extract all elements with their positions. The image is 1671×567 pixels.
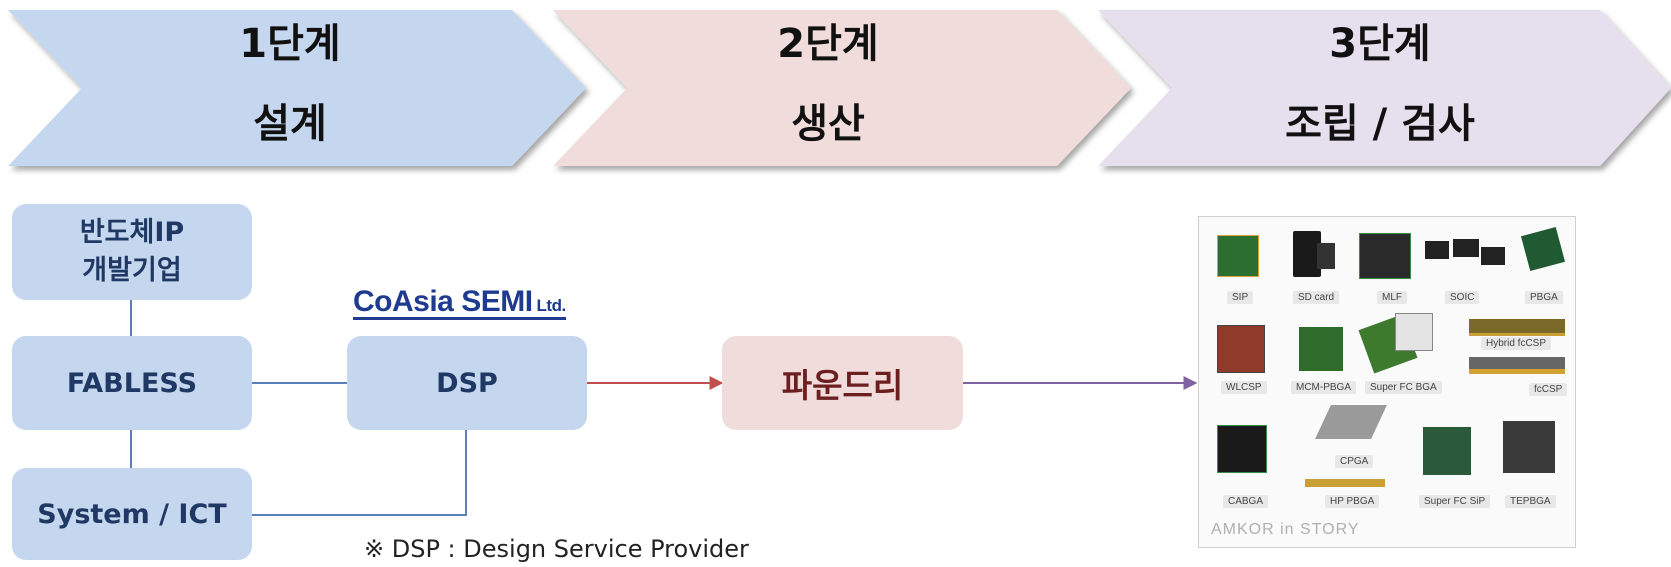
super-fc-bga-image-2 [1395,313,1433,351]
hybrid-fccsp-image [1469,319,1565,336]
stage-1-chevron [8,10,586,166]
label-mcm-pbga: MCM-PBGA [1291,381,1356,394]
sip-image [1217,235,1259,277]
tepbga-image [1503,421,1555,473]
amkor-watermark: AMKOR in STORY [1211,521,1360,538]
stage-3-step: 3단계 [1329,21,1431,67]
label-super-fc-bga: Super FC BGA [1365,381,1442,394]
label-hybrid-fccsp: Hybrid fcCSP [1481,337,1552,350]
label-fccsp: fcCSP [1529,383,1568,396]
logo-ltd-text: Ltd. [536,296,567,315]
foundry-box: 파운드리 [722,336,963,430]
label-soic: SOIC [1445,291,1480,304]
stage-3-name: 조립 / 검사 [1285,101,1475,147]
label-hp-pbga: HP PBGA [1325,495,1380,508]
pbga-image [1520,226,1566,272]
soic-image-3 [1481,247,1505,265]
soic-image-2 [1453,239,1479,257]
stage-2-name: 생산 [791,101,865,147]
label-mlf: MLF [1377,291,1407,304]
sdcard-image-2 [1317,243,1335,269]
cabga-image [1217,425,1267,473]
fabless-box: FABLESS [12,336,252,430]
connector-system-dsp [252,430,467,516]
ip-company-box: 반도체IP 개발기업 [12,204,252,300]
stage-chevrons [8,10,1671,166]
label-sdcard: SD card [1293,291,1340,304]
label-cpga: CPGA [1335,455,1374,468]
label-tepbga: TEPBGA [1505,495,1556,508]
label-cabga: CABGA [1223,495,1269,508]
stage-1-name: 설계 [253,101,327,147]
system-ict-box: System / ICT [12,468,252,560]
super-fc-sip-image [1423,427,1471,475]
stage-1-step: 1단계 [239,21,341,67]
hp-pbga-image [1305,479,1385,487]
wlcsp-image [1217,325,1265,373]
label-wlcsp: WLCSP [1221,381,1267,394]
package-types-panel: SIP SD card MLF SOIC PBGA Hybrid fcCSP W… [1198,216,1576,548]
fccsp-image [1469,357,1565,374]
footnote: ※ DSP : Design Service Provider [364,535,749,563]
logo-main-text: CoAsia SEMI [353,285,533,318]
soic-image [1425,241,1449,259]
mlf-image [1359,233,1411,279]
label-pbga: PBGA [1525,291,1563,304]
mcm-pbga-image [1299,327,1343,371]
dsp-box: DSP [347,336,587,430]
stage-2-step: 2단계 [777,21,879,67]
label-sip: SIP [1227,291,1254,304]
stage-3-chevron [1098,10,1671,166]
label-super-fc-sip: Super FC SiP [1419,495,1491,508]
sdcard-image [1293,231,1321,277]
cpga-image [1315,405,1387,439]
stage-2-chevron [553,10,1131,166]
